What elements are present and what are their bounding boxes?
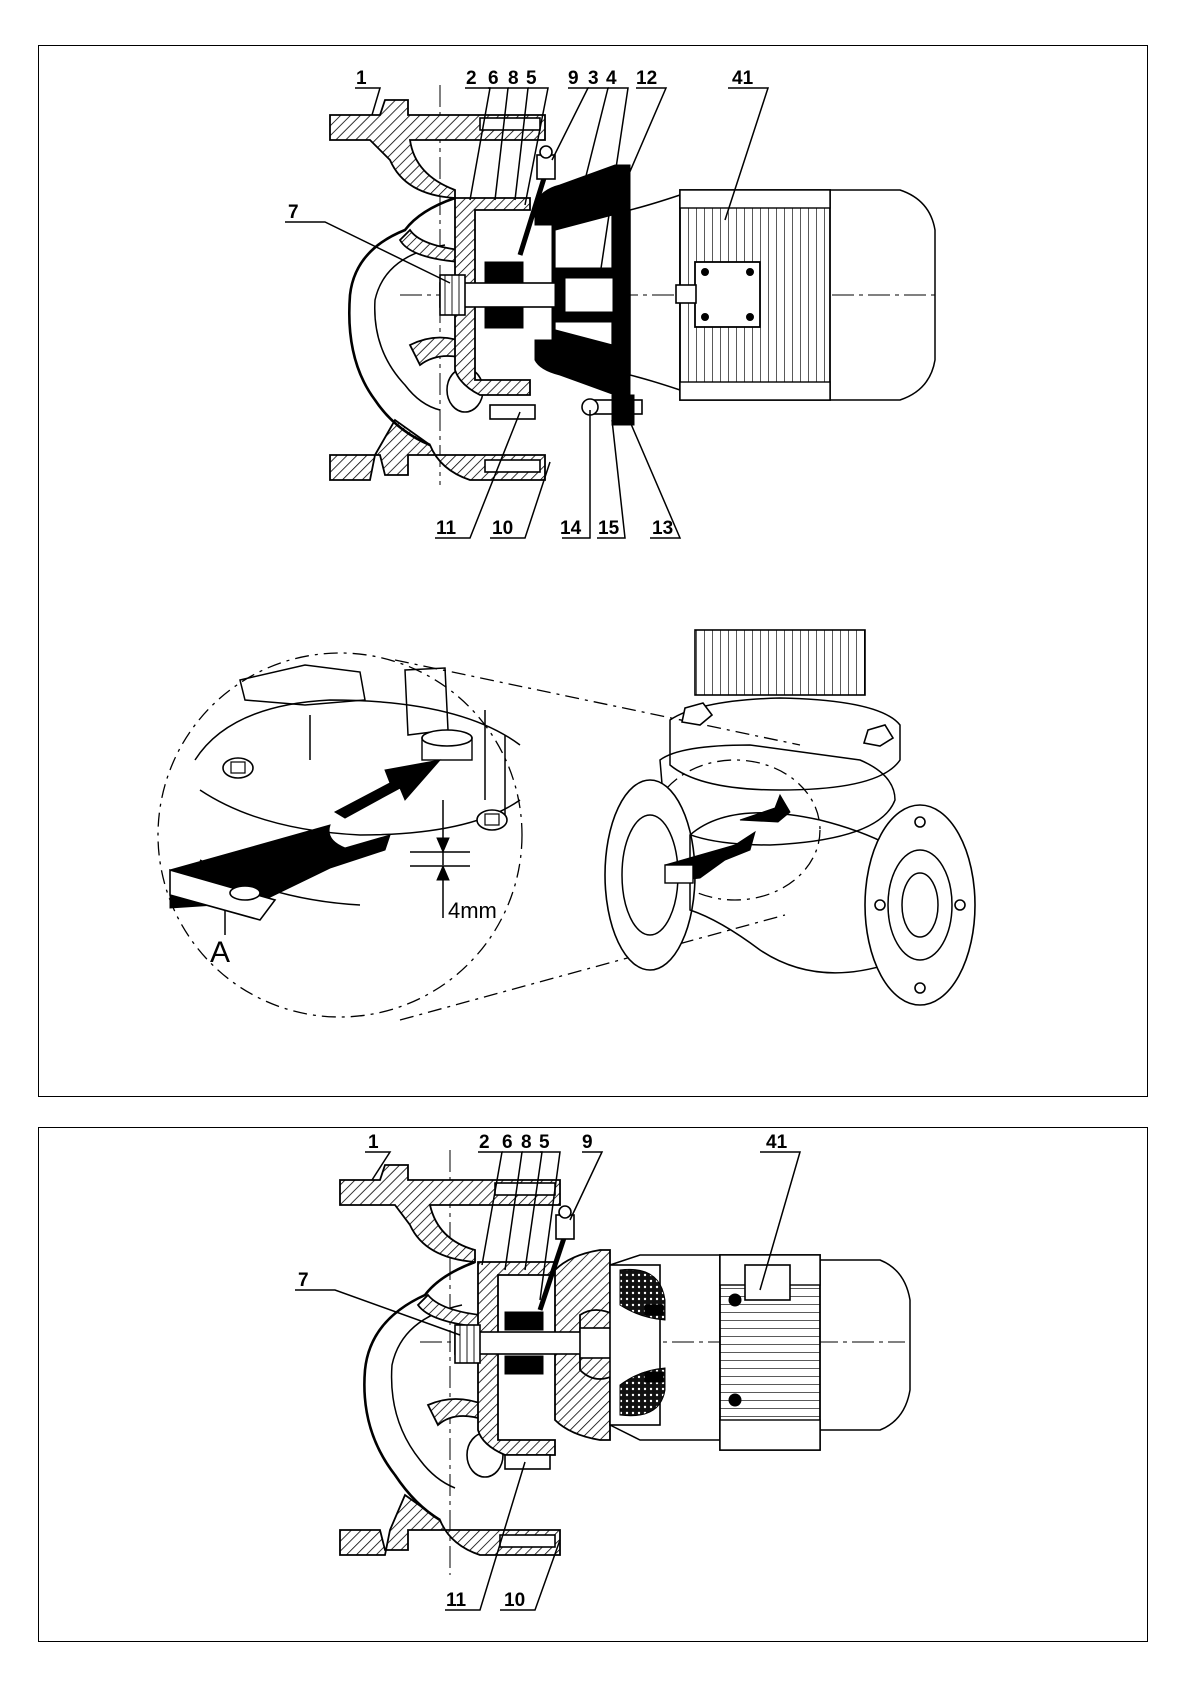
insert-arrow	[335, 760, 440, 818]
callout-7: 7	[288, 202, 299, 223]
callout-15: 15	[598, 518, 620, 539]
upper-flange-bolt	[480, 118, 540, 130]
callout-11: 11	[436, 518, 457, 539]
bottom-diagram-panel	[38, 1127, 1148, 1642]
callout-41: 41	[732, 68, 754, 89]
motor-adapter	[630, 195, 680, 390]
isometric-pump	[605, 630, 975, 1005]
callout-8: 8	[508, 68, 519, 89]
callout-3: 3	[588, 68, 599, 89]
volute-casing	[349, 198, 455, 445]
upper-flange	[330, 100, 545, 198]
callout-12: 12	[636, 68, 657, 89]
top-section-drawing	[285, 85, 935, 538]
impeller-nut	[440, 275, 465, 315]
zoom-line-bottom	[400, 915, 785, 1020]
volute-inner	[375, 245, 445, 410]
callout-4: 4	[606, 68, 617, 89]
iso-motor	[695, 630, 865, 695]
callout-14: 14	[560, 518, 582, 539]
mechanical-seal-top	[485, 262, 523, 282]
callout-5: 5	[526, 68, 537, 89]
dimension-4mm: 4mm	[448, 898, 497, 923]
callout-13: 13	[652, 518, 673, 539]
mechanical-seal-bottom	[485, 308, 523, 328]
callout-1: 1	[356, 68, 367, 89]
callout-6: 6	[488, 68, 499, 89]
detail-view: 4mm A	[158, 630, 975, 1020]
detail-label-a: A	[210, 936, 230, 969]
lower-flange-bolt	[485, 460, 540, 472]
callout-10: 10	[492, 518, 513, 539]
cover-bolt	[490, 405, 535, 419]
bracket-washer	[612, 395, 634, 425]
callout-2: 2	[466, 68, 477, 89]
callout-9: 9	[568, 68, 579, 89]
